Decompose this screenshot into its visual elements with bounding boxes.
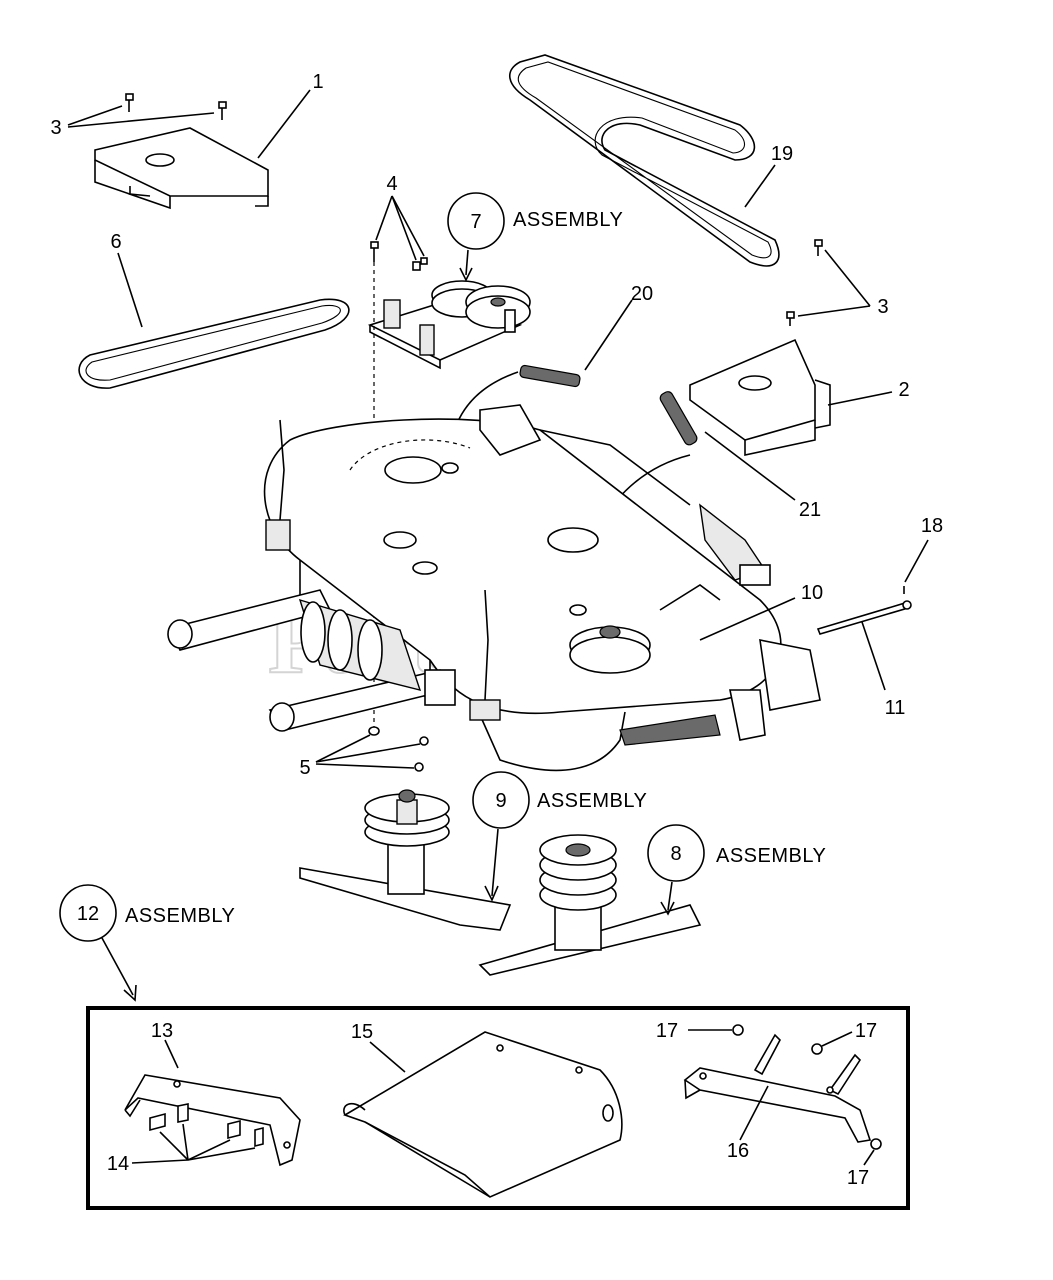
leader-14-1 xyxy=(131,1159,189,1164)
callout-6: 6 xyxy=(110,231,121,253)
callout-3-right: 3 xyxy=(877,296,888,318)
chain-center xyxy=(484,589,489,701)
leader-18 xyxy=(904,539,929,583)
part-17-nuts[interactable] xyxy=(732,1024,882,1150)
callout-5: 5 xyxy=(299,757,310,779)
callout-7: 7 xyxy=(470,211,481,233)
leader-14-4 xyxy=(187,1139,231,1161)
callout-17-bottom: 17 xyxy=(847,1167,869,1189)
leader-13 xyxy=(164,1039,179,1069)
part-1-belt-cover[interactable] xyxy=(94,127,269,210)
leader-5-1 xyxy=(315,734,371,763)
leader-14-5 xyxy=(187,1147,256,1161)
assembly-label-9: ASSEMBLY xyxy=(537,790,647,812)
callout-8-circle xyxy=(647,824,705,882)
callout-3-top-left: 3 xyxy=(50,117,61,139)
leader-7 xyxy=(465,249,469,276)
part-5-nuts[interactable] xyxy=(368,726,429,772)
callout-17-top-right: 17 xyxy=(855,1020,877,1042)
leader-5-2 xyxy=(315,743,421,763)
part-7-idler-assembly[interactable] xyxy=(367,280,531,370)
leader-3b-2 xyxy=(797,305,871,317)
leader-3a-2 xyxy=(67,112,215,128)
leader-5-3 xyxy=(315,763,415,769)
part-14-bolts[interactable] xyxy=(149,1103,264,1148)
callout-18: 18 xyxy=(921,515,943,537)
callout-16: 16 xyxy=(727,1140,749,1162)
mower-deck[interactable] xyxy=(167,418,821,772)
callout-15: 15 xyxy=(351,1021,373,1043)
callout-7-circle xyxy=(447,192,505,250)
part-6-deck-belt[interactable] xyxy=(78,298,350,389)
leader-3b-1 xyxy=(824,249,871,307)
idler-arm-bracket[interactable] xyxy=(441,404,542,474)
callout-10: 10 xyxy=(801,582,823,604)
leader-14-2 xyxy=(159,1131,189,1161)
assembly-label-12: ASSEMBLY xyxy=(125,905,235,927)
part-19-drive-belt[interactable] xyxy=(509,54,780,267)
callout-13: 13 xyxy=(151,1020,173,1042)
part-3-bolt-right[interactable] xyxy=(786,239,823,326)
leader-6 xyxy=(117,252,143,328)
leader-2 xyxy=(827,391,893,406)
arrow-7 xyxy=(459,267,473,282)
part-11-rod[interactable] xyxy=(816,600,912,635)
callout-9-circle xyxy=(472,771,530,829)
leader-4-3 xyxy=(391,195,425,257)
leader-3a-1 xyxy=(67,105,123,126)
callout-2: 2 xyxy=(898,379,909,401)
leader-17-3 xyxy=(863,1149,875,1166)
leader-12 xyxy=(101,937,134,996)
callout-12-circle xyxy=(59,884,117,942)
callout-8: 8 xyxy=(670,843,681,865)
leader-17-2 xyxy=(821,1031,853,1047)
assembly-12-box xyxy=(86,1006,910,1210)
part-16-bracket[interactable] xyxy=(683,1033,872,1143)
leader-19 xyxy=(744,164,776,208)
callout-21: 21 xyxy=(799,499,821,521)
callout-12: 12 xyxy=(77,903,99,925)
leader-15 xyxy=(369,1041,406,1073)
part-21-spring[interactable] xyxy=(658,390,698,447)
chain-left xyxy=(279,419,285,521)
part-9-spindle-assembly[interactable] xyxy=(299,789,512,931)
callout-4: 4 xyxy=(386,173,397,195)
callout-9: 9 xyxy=(495,790,506,812)
part-8-spindle-assembly[interactable] xyxy=(478,834,702,976)
leader-11 xyxy=(861,621,886,691)
part-3-bolt-top-left[interactable] xyxy=(125,93,227,120)
leader-16 xyxy=(739,1085,769,1141)
leader-4-2 xyxy=(391,195,417,261)
assembly-label-8: ASSEMBLY xyxy=(716,845,826,867)
leader-9 xyxy=(491,828,499,897)
part-2-belt-cover[interactable] xyxy=(689,338,831,456)
callout-11: 11 xyxy=(885,697,906,719)
callout-19: 19 xyxy=(771,143,793,165)
leader-4-1 xyxy=(375,195,393,241)
callout-1: 1 xyxy=(312,71,323,93)
leader-20 xyxy=(584,299,633,371)
leader-21 xyxy=(704,431,796,501)
assembly-label-7: ASSEMBLY xyxy=(513,209,623,231)
part-20-idler-spring[interactable] xyxy=(519,364,581,388)
leader-14-3 xyxy=(182,1123,189,1161)
part-15-shield[interactable] xyxy=(343,1031,623,1198)
leader-10 xyxy=(699,597,796,641)
callout-17-top-left: 17 xyxy=(656,1020,678,1042)
part-10-deck-pulley[interactable] xyxy=(569,604,651,674)
leader-1 xyxy=(257,89,311,159)
part-4-bolts[interactable] xyxy=(370,241,428,271)
leader-8 xyxy=(667,881,673,911)
callout-20: 20 xyxy=(631,283,653,305)
callout-14: 14 xyxy=(107,1153,129,1175)
